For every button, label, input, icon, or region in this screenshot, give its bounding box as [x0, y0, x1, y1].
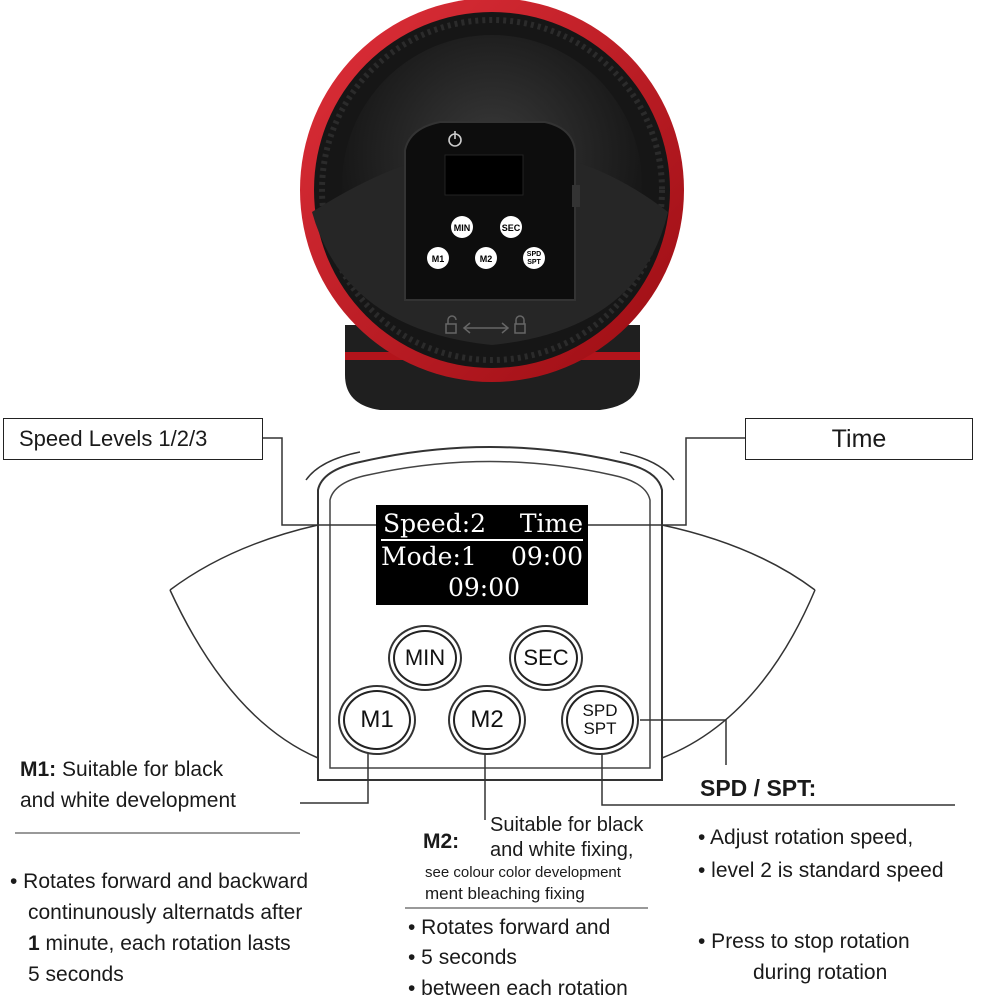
m1-bullet1-rest: minute, each rotation lasts	[39, 932, 291, 955]
callout-speed-levels-text: Speed Levels 1/2/3	[19, 426, 208, 451]
wing-left-top	[169, 524, 319, 591]
m1-desc-line1: M1: Suitable for black	[20, 758, 223, 782]
m2-desc-line3: see colour color development	[425, 864, 621, 881]
spd-bullet1-line2: • level 2 is standard speed	[698, 859, 944, 882]
m2-title: M2:	[423, 830, 460, 853]
callout-speed-levels: Speed Levels 1/2/3	[3, 418, 263, 460]
m2-desc-line1: Suitable for black	[490, 814, 644, 836]
spd-bullet2-line2: during rotation	[753, 961, 888, 984]
m2-button[interactable]: M2	[453, 690, 521, 750]
m1-bullet1-line2: continunously alternatds after	[28, 901, 303, 924]
m1-bullet1-line4: 5 seconds	[28, 963, 124, 986]
callout-line-spd-bottom	[601, 740, 955, 806]
device-side-tab	[572, 185, 580, 207]
lcd-time-value: 09:00	[510, 542, 583, 571]
spd-button-label: SPD	[582, 701, 618, 720]
m1-bullet1-line1: • Rotates forward and backward	[10, 870, 308, 893]
lcd-divider	[381, 539, 583, 541]
spt-button-label: SPT	[583, 719, 617, 738]
svg-text:SEC: SEC	[502, 223, 521, 233]
min-button-label: MIN	[404, 645, 446, 670]
min-button[interactable]: MIN	[393, 630, 457, 686]
callout-time-text: Time	[831, 424, 887, 453]
lcd-display: Speed:2 Time Mode:1 09:00 09:00	[376, 505, 588, 605]
callout-time: Time	[745, 418, 973, 460]
m1-desc-text1: Suitable for black	[62, 758, 224, 781]
wing-left-bottom	[169, 589, 319, 759]
m1-bullet1-number: 1	[28, 932, 40, 955]
svg-text:SPD: SPD	[527, 251, 541, 258]
spd-title: SPD / SPT:	[700, 775, 817, 801]
spd-bullet2-line1: • Press to stop rotation	[698, 930, 910, 953]
device-mini-button-m2: M2	[475, 247, 497, 269]
device-mini-lcd	[444, 154, 524, 196]
double-arrow-icon	[462, 322, 510, 334]
m2-desc-line4: ment bleaching fixing	[425, 884, 585, 903]
power-icon	[448, 131, 462, 147]
lcd-speed: Speed:2	[383, 509, 487, 538]
device-mini-button-m1: M1	[427, 247, 449, 269]
svg-text:MIN: MIN	[454, 223, 471, 233]
wing-right-bottom	[661, 589, 816, 759]
lcd-time-label: Time	[519, 509, 583, 538]
lcd-second-value: 09:00	[448, 573, 521, 602]
sec-button-label: SEC	[523, 645, 569, 670]
wing-right-top	[661, 524, 816, 591]
spd-spt-button[interactable]: SPD SPT	[566, 690, 634, 750]
device-gear-ring	[319, 17, 665, 363]
m2-button-label: M2	[470, 706, 504, 733]
m2-bullet3: • between each rotation	[408, 977, 628, 1000]
m1-desc-line2: and white development	[20, 789, 236, 812]
lcd-mode: Mode:1	[381, 542, 477, 571]
spd-bullet1-line1: • Adjust rotation speed,	[698, 826, 914, 849]
m2-bullet1: • Rotates forward and	[408, 916, 611, 939]
svg-text:M1: M1	[432, 254, 445, 264]
m1-button-label: M1	[360, 706, 394, 733]
callout-line-m1	[300, 740, 369, 804]
callout-line-speed	[262, 437, 376, 526]
svg-text:M2: M2	[480, 254, 493, 264]
m1-title: M1:	[20, 758, 57, 781]
m1-bullet1-line3: 1 minute, each rotation lasts	[28, 932, 291, 956]
device-mini-button-sec: SEC	[500, 216, 522, 238]
sec-button[interactable]: SEC	[514, 630, 578, 686]
m2-desc-line2: and white fixing,	[490, 839, 634, 861]
panel-outer-outline	[317, 446, 663, 781]
svg-text:SPT: SPT	[527, 259, 541, 266]
m1-button[interactable]: M1	[343, 690, 411, 750]
panel-inner-outline	[329, 460, 651, 769]
device-mini-button-min: MIN	[451, 216, 473, 238]
callout-line-spd-side	[640, 719, 727, 765]
unlock-icon	[445, 315, 457, 334]
m2-bullet2: • 5 seconds	[408, 946, 517, 969]
callout-line-time	[588, 437, 745, 526]
lock-icon	[514, 315, 526, 334]
